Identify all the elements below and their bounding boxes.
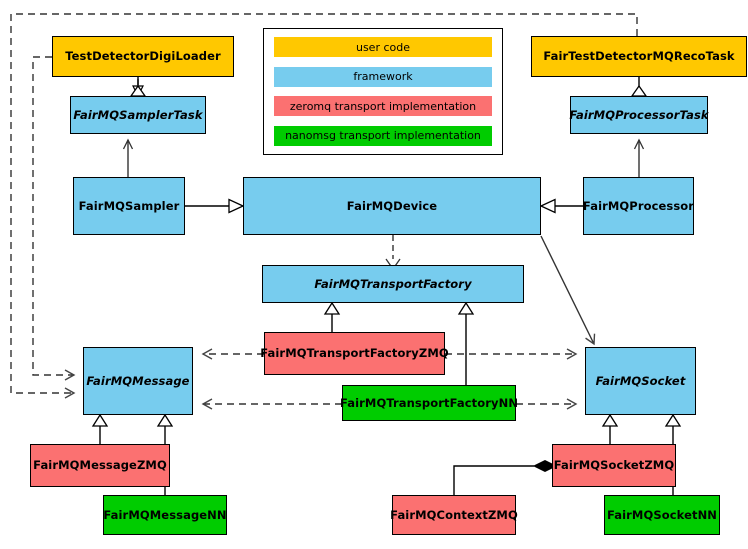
legend-label-nanomsg: nanomsg transport implementation (285, 129, 481, 143)
class-node-fairmqdevice[interactable]: FairMQDevice (243, 177, 541, 235)
legend-item-framework: framework (274, 66, 492, 87)
edge-socketzmq-contextzmq (453, 465, 534, 495)
class-node-fairmqtransportfactorynn[interactable]: FairMQTransportFactoryNN (340, 385, 518, 421)
class-node-fairmqcontextzmq[interactable]: FairMQContextZMQ (390, 495, 518, 535)
edge-recotask-message (10, 13, 638, 399)
class-node-fairmqsamplertask[interactable]: FairMQSamplerTask (70, 96, 206, 134)
class-node-fairmqprocessortask[interactable]: FairMQProcessorTask (569, 96, 709, 134)
class-node-fairmqsocket[interactable]: FairMQSocket (585, 347, 696, 415)
class-node-fairmqsampler[interactable]: FairMQSampler (73, 177, 185, 235)
legend-item-zeromq: zeromq transport implementation (274, 96, 492, 117)
class-node-fairmqsocketnn[interactable]: FairMQSocketNN (604, 495, 720, 535)
edge-device-socket (540, 235, 596, 346)
class-node-fairmqsocketzmq[interactable]: FairMQSocketZMQ (552, 444, 676, 487)
class-node-fairmqmessagenn[interactable]: FairMQMessageNN (103, 495, 227, 535)
legend: user code framework zeromq transport imp… (263, 28, 503, 155)
legend-item-user-code: user code (274, 37, 492, 57)
class-node-fairmqmessage[interactable]: FairMQMessage (83, 347, 193, 415)
class-node-fairmqmessagezmq[interactable]: FairMQMessageZMQ (30, 444, 170, 487)
legend-label-zeromq: zeromq transport implementation (289, 99, 477, 113)
class-node-fairmqtransportfactoryzmq[interactable]: FairMQTransportFactoryZMQ (260, 332, 449, 375)
class-node-fairmqprocessor[interactable]: FairMQProcessor (583, 177, 694, 235)
class-node-fairtestdetectormqrecotask[interactable]: FairTestDetectorMQRecoTask (531, 36, 747, 77)
legend-label-framework: framework (353, 70, 413, 84)
legend-item-nanomsg: nanomsg transport implementation (274, 125, 492, 146)
edge-digiloader-message (32, 56, 76, 381)
class-node-testdetectordigiloader[interactable]: TestDetectorDigiLoader (52, 36, 234, 77)
legend-label-user-code: user code (355, 40, 411, 54)
class-node-fairmqtransportfactory[interactable]: FairMQTransportFactory (262, 265, 524, 303)
